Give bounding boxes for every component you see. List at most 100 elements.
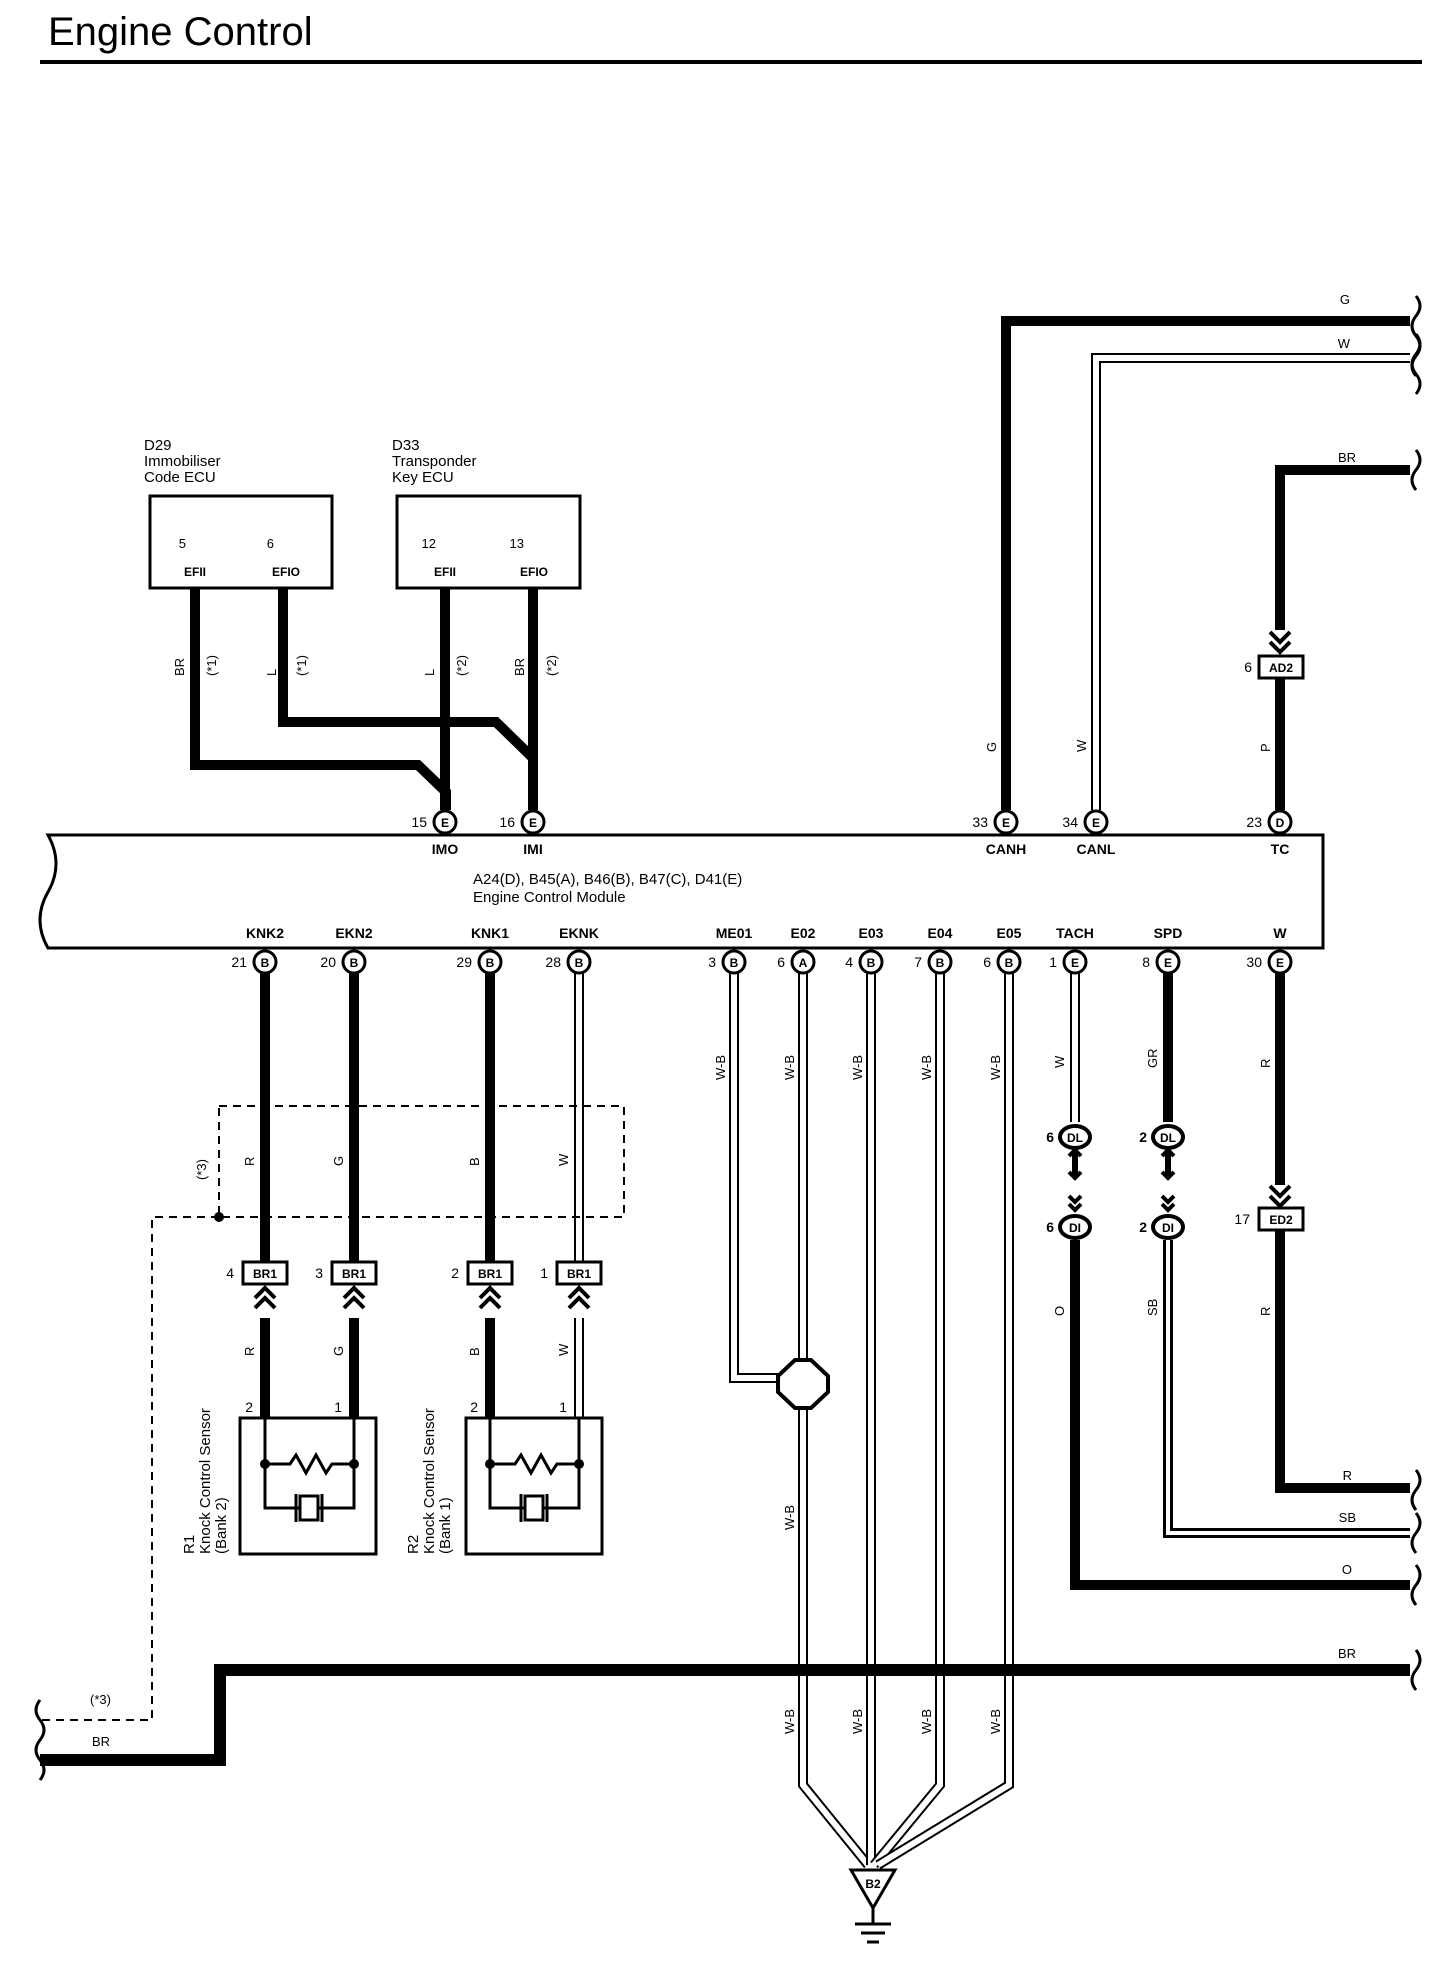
connector-br1-b: BR1 3 — [315, 1260, 378, 1310]
svg-text:E: E — [1092, 816, 1100, 830]
svg-text:D: D — [1276, 816, 1285, 830]
svg-text:W: W — [1338, 336, 1351, 351]
svg-text:2: 2 — [451, 1265, 459, 1281]
svg-text:B: B — [261, 956, 270, 970]
svg-text:4: 4 — [226, 1265, 234, 1281]
svg-text:O: O — [1052, 1306, 1067, 1316]
svg-text:G: G — [984, 742, 999, 752]
svg-text:O: O — [1342, 1562, 1352, 1577]
svg-text:B: B — [575, 956, 584, 970]
svg-text:IMO: IMO — [432, 841, 459, 857]
svg-text:R: R — [1343, 1468, 1352, 1483]
svg-text:6: 6 — [1046, 1219, 1054, 1235]
svg-text:BR: BR — [1338, 450, 1356, 465]
svg-text:DL: DL — [1067, 1131, 1083, 1145]
svg-text:(Bank 2): (Bank 2) — [213, 1497, 230, 1554]
ecm-top-pin-imo: E 15 IMO — [411, 809, 459, 857]
connector-di-spd: DI 2 — [1139, 1147, 1185, 1240]
svg-text:BR: BR — [1338, 1646, 1356, 1661]
svg-text:TC: TC — [1271, 841, 1290, 857]
sensor-r1-label: R1 Knock Control Sensor (Bank 2) — [181, 1408, 230, 1554]
ecm-name: Engine Control Module — [473, 889, 626, 906]
wire-ground-group — [729, 970, 1014, 1870]
svg-text:B: B — [867, 956, 876, 970]
svg-text:1: 1 — [559, 1399, 567, 1415]
svg-text:G: G — [331, 1346, 346, 1356]
ecm-bottom-pin-knk1: KNK1 B 29 — [456, 925, 509, 975]
svg-text:R2: R2 — [405, 1535, 422, 1554]
d29-pin-efio: EFIO — [272, 565, 300, 579]
svg-text:W: W — [1074, 739, 1089, 752]
svg-text:B: B — [730, 956, 739, 970]
wire-labels-upper-left: 5 6 12 13 BR L L BR (*1) (*1) (*2) (*2) — [172, 536, 559, 676]
ecm-bottom-pin-ekn2: EKN2 B 20 — [320, 925, 373, 975]
svg-text:W-B: W-B — [988, 1055, 1003, 1080]
wire-tach-lower — [1070, 1240, 1410, 1590]
svg-text:13: 13 — [510, 536, 524, 551]
svg-text:B2: B2 — [865, 1877, 881, 1891]
svg-text:7: 7 — [914, 954, 922, 970]
svg-text:12: 12 — [422, 536, 436, 551]
svg-text:23: 23 — [1246, 814, 1262, 830]
connector-di-tach: DI 6 — [1046, 1147, 1092, 1240]
ecm-top-pin-tc: D 23 TC — [1246, 809, 1293, 857]
connector-br1-d: BR1 1 — [540, 1260, 603, 1310]
wire-spd-lower — [1163, 1240, 1410, 1538]
svg-text:33: 33 — [972, 814, 988, 830]
svg-text:W-B: W-B — [919, 1055, 934, 1080]
svg-text:E05: E05 — [997, 925, 1022, 941]
ecm-top-pin-canh: E 33 CANH — [972, 809, 1026, 857]
svg-text:W: W — [556, 1153, 571, 1166]
d29-name1: Immobiliser — [144, 453, 221, 470]
ecm-bottom-pin-e02: E02 A 6 — [777, 925, 816, 975]
svg-text:Knock Control Sensor: Knock Control Sensor — [197, 1408, 214, 1554]
ecm-bottom-pin-eknk: EKNK B 28 — [545, 925, 599, 975]
d33-pin-efii: EFII — [434, 565, 456, 579]
svg-text:15: 15 — [411, 814, 427, 830]
d29-pin-efii: EFII — [184, 565, 206, 579]
svg-text:3: 3 — [315, 1265, 323, 1281]
svg-text:AD2: AD2 — [1269, 661, 1293, 675]
ecm-bottom-pin-e04: E04 B 7 — [914, 925, 953, 975]
d33-id: D33 — [392, 437, 420, 454]
wire-canh — [1001, 316, 1410, 810]
svg-text:TACH: TACH — [1056, 925, 1094, 941]
svg-text:CANL: CANL — [1077, 841, 1116, 857]
svg-text:30: 30 — [1246, 954, 1262, 970]
wire-d29-efio — [278, 588, 538, 810]
svg-text:29: 29 — [456, 954, 472, 970]
svg-text:B: B — [467, 1347, 482, 1356]
d29-name2: Code ECU — [144, 469, 216, 486]
connector-ad2: AD2 6 — [1244, 630, 1305, 680]
d33-name2: Key ECU — [392, 469, 454, 486]
svg-text:BR1: BR1 — [478, 1267, 502, 1281]
svg-text:8: 8 — [1142, 954, 1150, 970]
svg-text:R1: R1 — [181, 1535, 198, 1554]
svg-text:1: 1 — [334, 1399, 342, 1415]
svg-text:E02: E02 — [791, 925, 816, 941]
svg-text:Knock Control Sensor: Knock Control Sensor — [421, 1408, 438, 1554]
svg-text:GR: GR — [1145, 1049, 1160, 1069]
svg-text:W-B: W-B — [988, 1709, 1003, 1734]
d29-id: D29 — [144, 437, 172, 454]
svg-text:W: W — [1273, 925, 1287, 941]
break-marks-right — [1410, 295, 1422, 1691]
ground-splice — [776, 1358, 830, 1410]
wire-tc-upper — [1275, 465, 1410, 630]
d33-pin-efio: EFIO — [520, 565, 548, 579]
svg-text:SB: SB — [1339, 1510, 1356, 1525]
svg-text:BR1: BR1 — [253, 1267, 277, 1281]
svg-text:BR: BR — [92, 1734, 110, 1749]
svg-text:ED2: ED2 — [1269, 1213, 1293, 1227]
svg-text:5: 5 — [179, 536, 186, 551]
svg-text:4: 4 — [845, 954, 853, 970]
svg-text:B: B — [467, 1157, 482, 1166]
ecm-box — [38, 833, 1325, 950]
sensor-r2: 2 1 — [464, 1399, 604, 1556]
svg-text:E: E — [1276, 956, 1284, 970]
svg-text:IMI: IMI — [523, 841, 542, 857]
ecm-top-pin-imi: E 16 IMI — [499, 809, 546, 857]
wire-w-lower — [1275, 1230, 1410, 1493]
shield-drain — [40, 1216, 219, 1721]
